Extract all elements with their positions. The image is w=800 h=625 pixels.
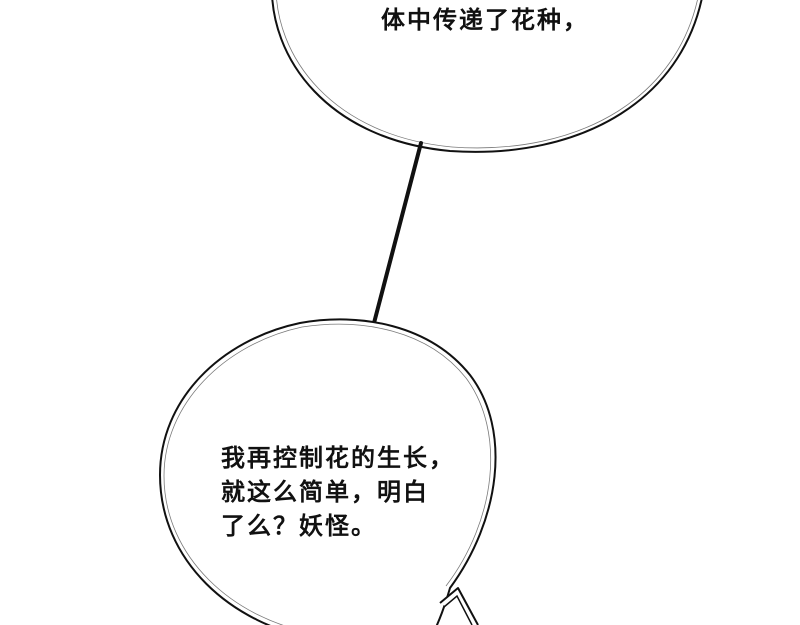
bottom-bubble-line-1: 我再控制花的生长，: [221, 444, 455, 472]
bottom-bubble-text: 我再控制花的生长， 就这么简单，明白 了么？妖怪。: [221, 441, 455, 543]
top-speech-bubble: [271, 0, 703, 153]
bubble-tail: [439, 587, 479, 625]
bottom-bubble-line-3: 了么？妖怪。: [221, 512, 377, 540]
top-bubble-line-1: 体中传递了花种，: [381, 6, 589, 34]
bubble-tail-inner: [443, 594, 473, 625]
bottom-speech-bubble: [158, 318, 497, 625]
bubble-connector: [372, 141, 423, 325]
bottom-speech-bubble-sketch: [163, 323, 492, 625]
top-bubble-text: 体中传递了花种，: [381, 3, 589, 37]
bottom-bubble-line-2: 就这么简单，明白: [221, 478, 429, 506]
top-speech-bubble-sketch: [276, 0, 698, 149]
